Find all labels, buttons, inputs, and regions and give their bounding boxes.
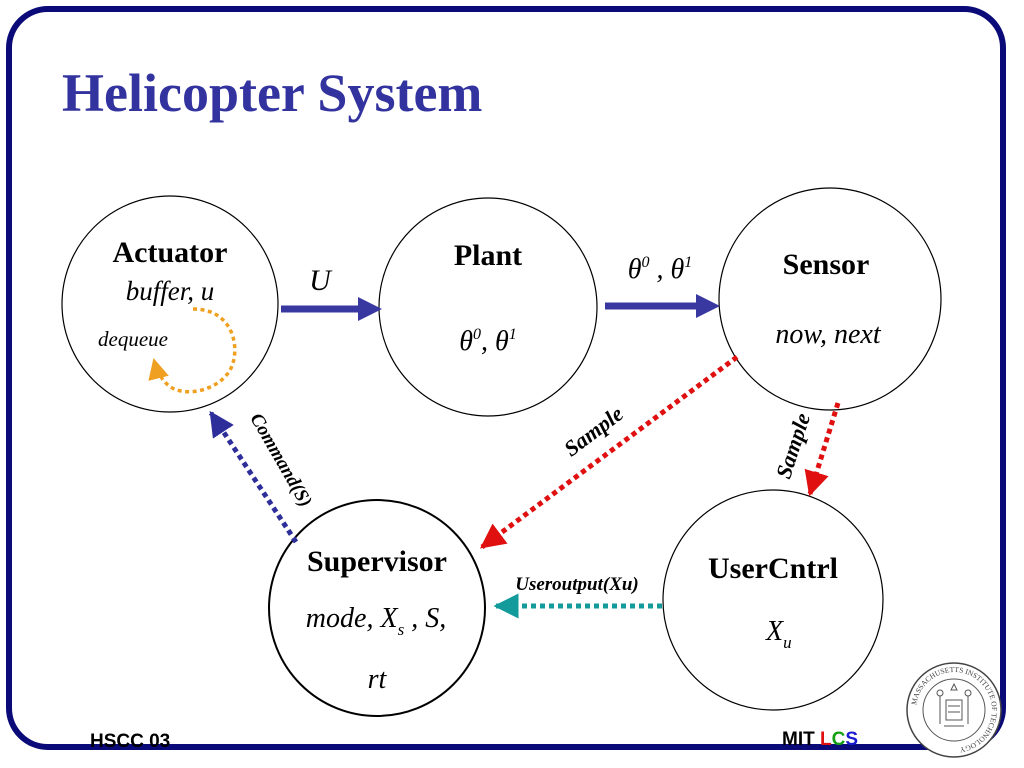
plant-circle <box>378 197 598 417</box>
node-plant: Plant θ0, θ1 <box>378 197 598 417</box>
u-arrow-head <box>358 297 382 321</box>
sensor-name: Sensor <box>783 248 870 281</box>
supervisor-circle <box>268 499 486 717</box>
actuator-circle <box>61 195 279 413</box>
command-label: Command(S) <box>246 410 316 511</box>
edge-supervisor-to-actuator: Command(S) <box>208 410 316 544</box>
edge-plant-to-sensor: θ0 , θ1 <box>605 254 720 318</box>
plant-name: Plant <box>454 239 522 272</box>
supervisor-state-rt: rt <box>368 664 388 695</box>
usercntrl-state: Xu <box>765 616 792 652</box>
edge-usercntrl-to-supervisor: Useroutput(Xu) <box>493 574 662 619</box>
node-actuator: Actuator buffer, u dequeue <box>61 195 279 413</box>
edge-actuator-to-plant: U <box>281 264 382 321</box>
sample-label-usercntrl: Sample <box>771 410 816 482</box>
footer-brand: MIT LCS <box>782 729 858 751</box>
command-arrow <box>208 410 299 544</box>
usercntrl-circle <box>662 489 884 711</box>
dequeue-loop-arrow <box>148 307 237 394</box>
u-label: U <box>309 264 333 297</box>
footer-conference: HSCC 03 <box>90 731 171 752</box>
sample-arrow-usercntrl <box>804 402 841 497</box>
sample-arrow-supervisor <box>479 354 739 550</box>
mit-seal-icon: MASSACHUSETTS INSTITUTE OF TECHNOLOGY <box>906 662 1002 758</box>
edge-sensor-to-usercntrl: Sample <box>771 402 841 497</box>
brand-l: L <box>820 729 832 750</box>
theta-arrow-head <box>696 294 720 318</box>
supervisor-name: Supervisor <box>307 545 447 578</box>
sensor-state: now, next <box>775 319 881 350</box>
sensor-circle <box>718 187 942 411</box>
node-sensor: Sensor now, next <box>718 187 942 411</box>
node-supervisor: Supervisor mode, Xs , S, rt <box>268 499 486 717</box>
brand-c: C <box>831 729 846 750</box>
brand-mit: MIT <box>782 729 815 750</box>
actuator-dequeue-label: dequeue <box>98 327 168 351</box>
sample-label-supervisor: Sample <box>559 401 628 462</box>
theta-label: θ0 , θ1 <box>628 254 693 285</box>
brand-s: S <box>845 729 859 750</box>
plant-state: θ0, θ1 <box>459 326 517 357</box>
supervisor-state: mode, Xs , S, <box>306 603 446 639</box>
actuator-state: buffer, u <box>126 276 215 306</box>
actuator-name: Actuator <box>113 236 228 269</box>
node-usercntrl: UserCntrl Xu <box>662 489 884 711</box>
useroutput-label: Useroutput(Xu) <box>515 574 639 595</box>
slide-title: Helicopter System <box>62 63 483 123</box>
usercntrl-name: UserCntrl <box>708 552 838 585</box>
